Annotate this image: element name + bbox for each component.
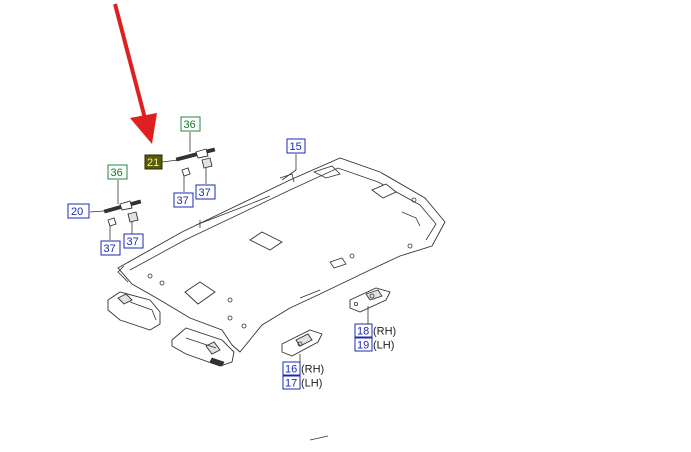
- callout-37-a-text: 37: [199, 187, 211, 199]
- clip-20a: [107, 217, 117, 227]
- callout-15: 15: [286, 138, 306, 154]
- headliner-panel: [117, 157, 446, 353]
- callout-15-text: 15: [290, 141, 302, 153]
- sun-visor-right: [171, 327, 235, 367]
- handle-rod-20: [103, 199, 142, 214]
- callout-36-top-text: 36: [184, 119, 196, 131]
- callout-17-text: 17: [285, 378, 297, 390]
- callout-17-side: (LH): [301, 378, 322, 390]
- sun-visor-left: [107, 291, 161, 331]
- callout-36-top: 36: [180, 116, 201, 132]
- stray-mark: [309, 435, 329, 441]
- red-arrow-icon: [113, 3, 157, 144]
- callout-19: 19 (LH): [354, 337, 394, 352]
- callout-17: 17 (LH): [282, 375, 322, 390]
- clip-21b: [201, 157, 213, 169]
- callout-21-text: 21: [147, 157, 159, 169]
- callout-37-d-text: 37: [127, 236, 139, 248]
- callout-16-text: 16: [285, 364, 297, 376]
- callout-36-left-text: 36: [111, 167, 123, 179]
- callout-37-b-text: 37: [177, 195, 189, 207]
- callout-18-side: (RH): [373, 326, 396, 338]
- callout-19-side: (LH): [373, 340, 394, 352]
- callout-16: 16 (RH): [282, 361, 324, 376]
- clip-20b: [127, 211, 139, 223]
- callout-37-c: 37: [100, 240, 121, 256]
- callout-18: 18 (RH): [354, 323, 396, 338]
- callout-37-c-text: 37: [104, 243, 116, 255]
- callout-37-a: 37: [195, 184, 216, 200]
- assist-handle-rear: [349, 287, 391, 313]
- callout-37-b: 37: [173, 192, 194, 208]
- assist-handle-front: [281, 329, 323, 357]
- callout-20-text: 20: [71, 206, 83, 218]
- callout-20: 20: [67, 203, 90, 219]
- callout-21: 21: [144, 154, 163, 170]
- callout-19-text: 19: [357, 340, 369, 352]
- callout-36-left: 36: [107, 164, 128, 180]
- clip-21a: [181, 167, 191, 177]
- callout-16-side: (RH): [301, 364, 324, 376]
- callout-18-text: 18: [357, 326, 369, 338]
- callout-37-d: 37: [123, 233, 144, 249]
